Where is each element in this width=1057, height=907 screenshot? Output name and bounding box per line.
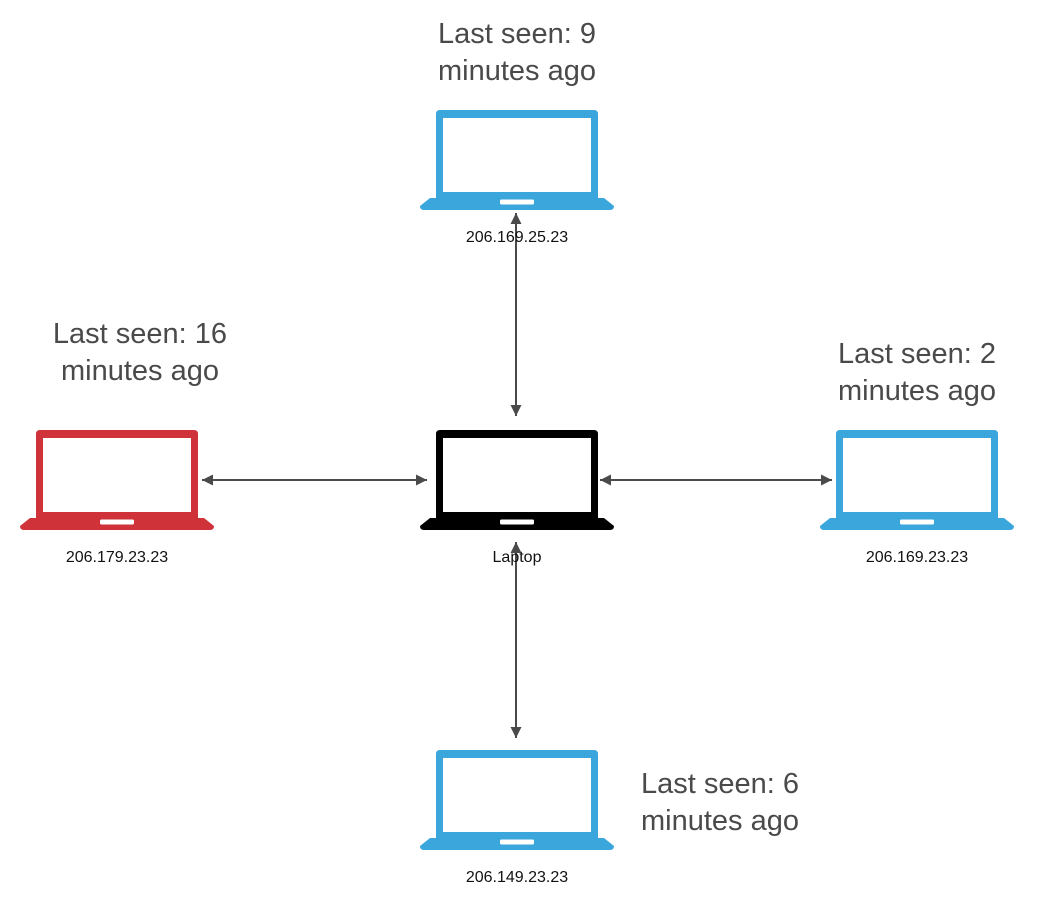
laptop-icon[interactable]	[420, 110, 614, 210]
status-line: minutes ago	[61, 355, 219, 387]
laptop-icon[interactable]	[420, 430, 614, 530]
laptop-icon[interactable]	[20, 430, 214, 530]
status-line: Last seen: 6	[641, 768, 799, 800]
status-line: minutes ago	[438, 55, 596, 87]
status-line: Last seen: 9	[438, 18, 596, 50]
status-label-top: Last seen: 9 minutes ago	[417, 16, 617, 90]
status-label-right: Last seen: 2 minutes ago	[817, 336, 1017, 410]
laptop-icon[interactable]	[420, 750, 614, 850]
status-label-bottom: Last seen: 6 minutes ago	[620, 766, 820, 840]
status-line: minutes ago	[641, 805, 799, 837]
ip-label-left: 206.179.23.23	[65, 549, 169, 566]
ip-label-top: 206.169.25.23	[465, 229, 569, 246]
status-line: Last seen: 16	[52, 318, 228, 350]
status-label-left: Last seen: 16 minutes ago	[30, 316, 250, 390]
status-line: minutes ago	[838, 375, 996, 407]
laptop-icon[interactable]	[820, 430, 1014, 530]
center-label: Laptop	[492, 549, 542, 566]
ip-label-right: 206.169.23.23	[865, 549, 969, 566]
status-line: Last seen: 2	[838, 338, 996, 370]
ip-label-bottom: 206.149.23.23	[465, 869, 569, 886]
